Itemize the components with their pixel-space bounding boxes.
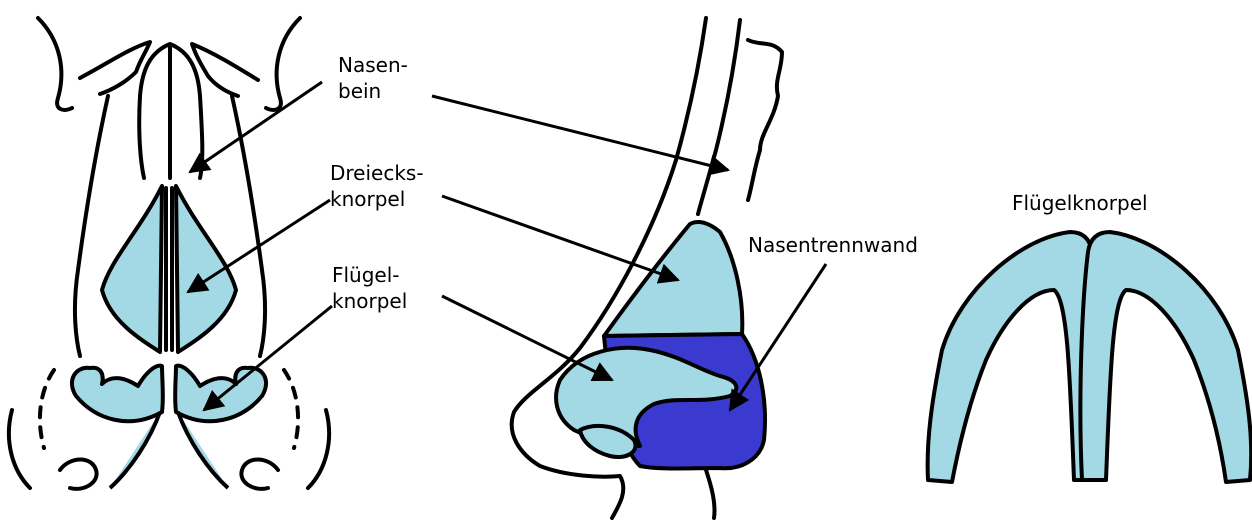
- label-nasal-bone-line2: bein: [338, 78, 408, 104]
- front-triangular-cartilage-right: [176, 186, 236, 352]
- right-brow-line: [192, 44, 258, 96]
- front-alar-dashed-right: [284, 370, 298, 448]
- left-orbit-outline: [38, 18, 72, 110]
- front-columella: [110, 412, 228, 488]
- label-alar-title: Flügelknorpel: [1012, 190, 1148, 216]
- front-alar-cartilage-left: [72, 366, 163, 422]
- label-septum: Nasentrennwand: [748, 232, 918, 258]
- right-face-contour: [232, 96, 265, 356]
- front-view-nose: [9, 18, 329, 489]
- arrow-alar-front: [204, 306, 332, 410]
- label-alar-line2: knorpel: [332, 288, 407, 314]
- nasal-bone-left-edge: [139, 96, 144, 178]
- front-nostril-outline: [9, 410, 329, 489]
- side-lip-line: [706, 470, 715, 518]
- label-alar-cartilage: Flügel- knorpel: [332, 262, 407, 314]
- label-nasal-bone: Nasen- bein: [338, 52, 408, 104]
- alar-detail-right-crus: [1080, 232, 1251, 482]
- side-bone-fracture-edge: [748, 40, 782, 200]
- label-triangular-line1: Dreiecks-: [330, 160, 424, 186]
- front-alar-cartilage-right: [175, 366, 266, 422]
- arrow-triangular-side: [442, 196, 678, 280]
- arrow-nasal-bone-front: [190, 82, 322, 172]
- label-nasal-bone-line1: Nasen-: [338, 52, 408, 78]
- label-alar-line1: Flügel-: [332, 262, 407, 288]
- label-triangular-cartilage: Dreiecks- knorpel: [330, 160, 424, 212]
- right-orbit-outline: [266, 18, 300, 110]
- alar-detail-left-crus: [928, 232, 1100, 482]
- alar-cartilage-detail: [928, 232, 1252, 482]
- front-triangular-cartilage-left: [102, 186, 162, 352]
- front-alar-dashed-left: [40, 370, 54, 448]
- front-septum-line: [166, 188, 172, 350]
- left-face-contour: [75, 96, 108, 356]
- side-inner-bone-line: [698, 20, 740, 214]
- label-triangular-line2: knorpel: [330, 186, 424, 212]
